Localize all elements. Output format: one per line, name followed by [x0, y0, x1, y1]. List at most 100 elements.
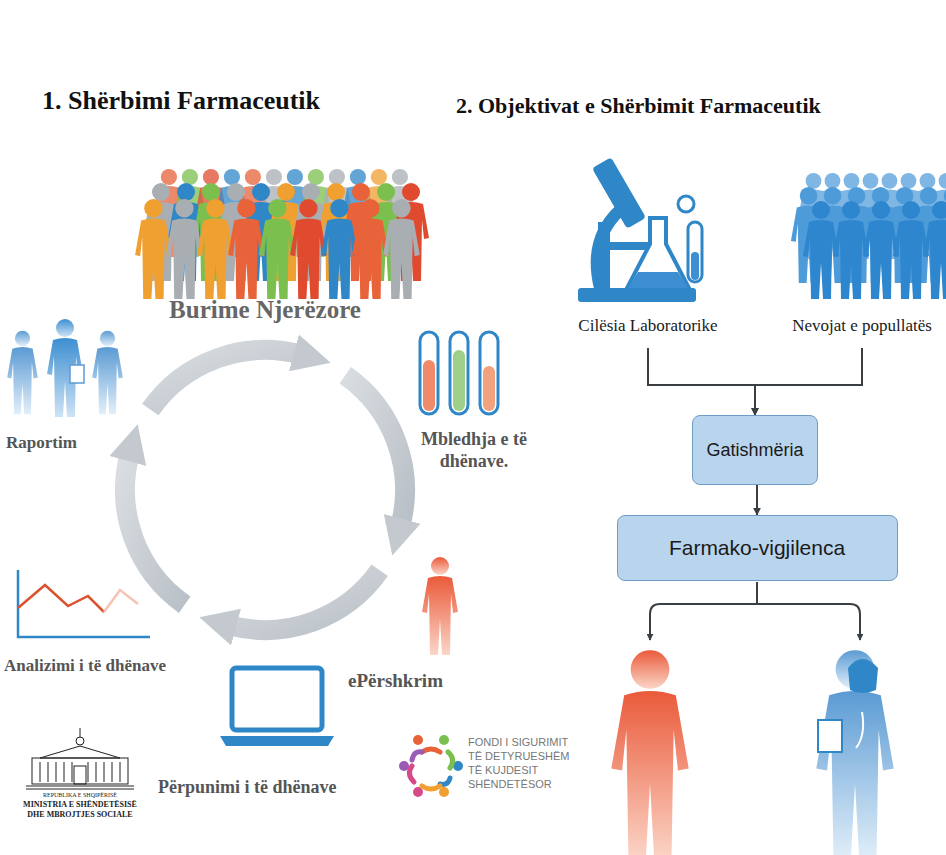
fund-logo	[413, 735, 423, 745]
cycle-arrows	[125, 454, 185, 605]
nurse-figure	[848, 659, 878, 693]
cycle-arrows	[345, 375, 405, 526]
connector-arrow	[648, 348, 755, 415]
fund-logo	[440, 778, 450, 784]
crowd-figures	[321, 199, 358, 299]
ministry-logo	[32, 758, 128, 784]
crowd-figures	[893, 201, 929, 299]
nurse-figure	[856, 712, 863, 748]
nurse-figure	[816, 650, 893, 855]
doctors-icon	[92, 331, 123, 414]
connector-arrow	[756, 485, 758, 515]
test-tubes	[420, 332, 438, 414]
logo-text: MINISTRIA E SHËNDETËSISË DHE MBROJTJES S…	[14, 800, 146, 820]
test-tubes	[453, 350, 465, 411]
ministry-logo	[80, 728, 81, 737]
objective-label: Cilësia Laboratorike	[572, 312, 724, 340]
laptop-icon	[220, 668, 334, 746]
crowd-figures	[383, 199, 420, 299]
line-chart	[18, 570, 150, 637]
doctors-icon	[7, 319, 123, 417]
microscope-icon	[678, 196, 694, 212]
cycle-arrows	[150, 350, 301, 410]
doctors-icon	[7, 331, 38, 414]
crowd-figures	[352, 199, 389, 299]
label-text: Përpunimi i të dhënave	[158, 777, 388, 798]
nurse-figure	[818, 720, 842, 752]
objective-label: Nevojat e popullatës	[786, 312, 938, 340]
test-tubes	[420, 332, 498, 414]
test-tubes	[450, 332, 468, 414]
cycle-arrows	[229, 570, 380, 630]
ministry-logo	[40, 746, 120, 758]
label-text: Mbledhja e të dhënave.	[418, 428, 530, 472]
label-text: Raportim	[6, 433, 116, 453]
microscope-icon	[628, 272, 688, 288]
ministry-logo	[26, 786, 134, 789]
process-box: Farmako-vigjilenca	[617, 515, 898, 581]
test-tubes	[480, 332, 498, 414]
fund-logo	[399, 735, 463, 797]
cycle-arrows	[125, 350, 405, 630]
patient-figure	[611, 650, 688, 855]
microscope-icon	[598, 222, 610, 288]
split-arrows	[756, 582, 758, 604]
doctors-icon	[47, 319, 83, 417]
label-text: Analizimi i të dhënave	[4, 656, 219, 676]
label-text: REPUBLIKA E SHQIPËRISË	[20, 792, 140, 798]
split-arrows	[650, 582, 860, 640]
microscope-icon	[691, 252, 699, 280]
ministry-logo	[76, 737, 84, 745]
logo-text: REPUBLIKA E SHQIPËRISË	[20, 792, 140, 798]
crowd-figures	[166, 199, 203, 299]
label-text: FONDI I SIGURIMIT TË DETYRUESHËM TË KUJD…	[468, 735, 580, 791]
crowd-figures	[259, 199, 296, 299]
ministry-logo	[40, 762, 120, 782]
laptop-icon	[220, 736, 334, 746]
cycle-step-label: Përpunimi i të dhënave	[158, 777, 388, 798]
crowd-figures	[228, 199, 265, 299]
label-text: MINISTRIA E SHËNDETËSISË DHE MBROJTJES S…	[14, 800, 146, 820]
node-text: Cilësia Laboratorike	[578, 316, 717, 336]
label-text: Burime Njerëzore	[130, 296, 400, 324]
connector-arrow	[755, 348, 862, 415]
crowd-figures	[791, 173, 946, 299]
cycle-step-label: Raportim	[6, 433, 116, 453]
cycle-step-label: ePërshkrim	[348, 670, 488, 692]
label-text: ePërshkrim	[348, 670, 488, 692]
label-text: 2. Objektivat e Shërbimit Farmaceutik	[456, 93, 944, 119]
fund-logo	[448, 752, 453, 768]
node-text: Gatishmëria	[706, 440, 803, 461]
line-chart	[104, 590, 138, 612]
process-box: Gatishmëria	[692, 415, 818, 485]
crowd-figures	[135, 199, 172, 299]
microscope-icon	[688, 222, 702, 282]
test-tubes	[483, 366, 495, 411]
crowd-figures	[135, 169, 429, 299]
doctors-icon	[70, 365, 84, 383]
line-chart	[18, 570, 150, 637]
cycle-step-label: Burime Njerëzore	[130, 296, 400, 324]
crowd-figures	[197, 199, 234, 299]
node-text: Farmako-vigjilenca	[669, 536, 845, 560]
line-chart	[18, 585, 104, 612]
fund-logo	[412, 752, 422, 760]
cycle-step-label: Mbledhja e të dhënave.	[418, 428, 530, 472]
microscope-icon	[578, 157, 702, 302]
section-heading: 2. Objektivat e Shërbimit Farmaceutik	[456, 93, 944, 119]
microscope-icon	[592, 157, 646, 229]
crowd-figures	[863, 201, 899, 299]
patient-figure	[422, 557, 458, 655]
test-tubes	[423, 360, 435, 411]
fund-logo	[422, 749, 440, 752]
microscope-icon	[626, 218, 690, 290]
crowd-figures	[923, 201, 946, 299]
fund-logo	[409, 766, 414, 782]
logo-text: FONDI I SIGURIMIT TË DETYRUESHËM TË KUJD…	[468, 735, 580, 791]
fund-logo	[439, 735, 449, 745]
cycle-step-label: Analizimi i të dhënave	[4, 656, 219, 676]
ministry-logo	[74, 766, 86, 784]
label-text: 1. Shërbimi Farmaceutik	[42, 86, 422, 116]
fund-logo	[422, 786, 440, 789]
